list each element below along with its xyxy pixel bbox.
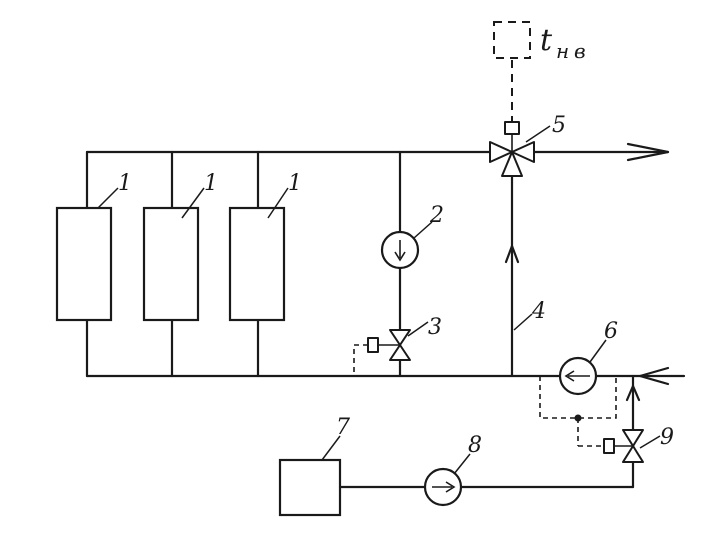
tank-7 bbox=[278, 458, 342, 517]
heater-1 bbox=[55, 206, 113, 322]
leader-2 bbox=[413, 221, 433, 239]
label-heater-1: 1 bbox=[118, 171, 132, 196]
leader-1b bbox=[181, 187, 205, 219]
valve-9-actuator bbox=[603, 438, 615, 454]
inlet-arrow bbox=[638, 366, 670, 386]
leader-7 bbox=[321, 435, 341, 461]
valve-5-right bbox=[511, 141, 535, 163]
control-node bbox=[574, 414, 582, 422]
leader-9 bbox=[639, 435, 661, 449]
valve-3-actuator bbox=[367, 337, 379, 353]
heater-2 bbox=[142, 206, 200, 322]
pump-6-control-loop bbox=[539, 376, 617, 419]
leader-5 bbox=[525, 125, 551, 143]
valve-3-impulse-line bbox=[353, 344, 368, 376]
label-heater-3: 1 bbox=[288, 171, 302, 196]
makeup-arrow bbox=[625, 384, 641, 402]
label-pump-6: 6 bbox=[604, 319, 618, 344]
pipe-4-arrow bbox=[504, 244, 520, 264]
leader-4 bbox=[513, 313, 533, 331]
sensor-label-sub-2: в bbox=[574, 39, 586, 63]
sensor-label-sub-1: н bbox=[556, 39, 569, 63]
valve-5-actuator bbox=[504, 121, 520, 135]
leader-6 bbox=[589, 339, 607, 363]
label-tank-7: 7 bbox=[336, 415, 350, 440]
leader-1c bbox=[267, 187, 289, 219]
leader-1a bbox=[97, 187, 119, 209]
leader-8 bbox=[453, 453, 471, 475]
heater-3 bbox=[228, 206, 286, 322]
outdoor-temp-sensor bbox=[493, 21, 531, 59]
pump-2-arrow-head bbox=[394, 251, 406, 262]
label-valve-3: 3 bbox=[428, 315, 442, 340]
valve-5-bottom bbox=[501, 151, 523, 177]
label-pump-8: 8 bbox=[468, 433, 482, 458]
label-pipe-4: 4 bbox=[531, 299, 546, 324]
label-heater-2: 1 bbox=[204, 171, 218, 196]
label-valve-9: 9 bbox=[660, 425, 674, 450]
pump-6-arrow-head bbox=[564, 370, 575, 382]
sensor-label-t: t bbox=[540, 23, 553, 58]
leader-3 bbox=[407, 321, 429, 337]
valve-5-left bbox=[489, 141, 513, 163]
label-valve-5: 5 bbox=[552, 113, 566, 138]
label-pump-2: 2 bbox=[429, 203, 444, 228]
pump-8-arrow-head bbox=[445, 481, 456, 493]
